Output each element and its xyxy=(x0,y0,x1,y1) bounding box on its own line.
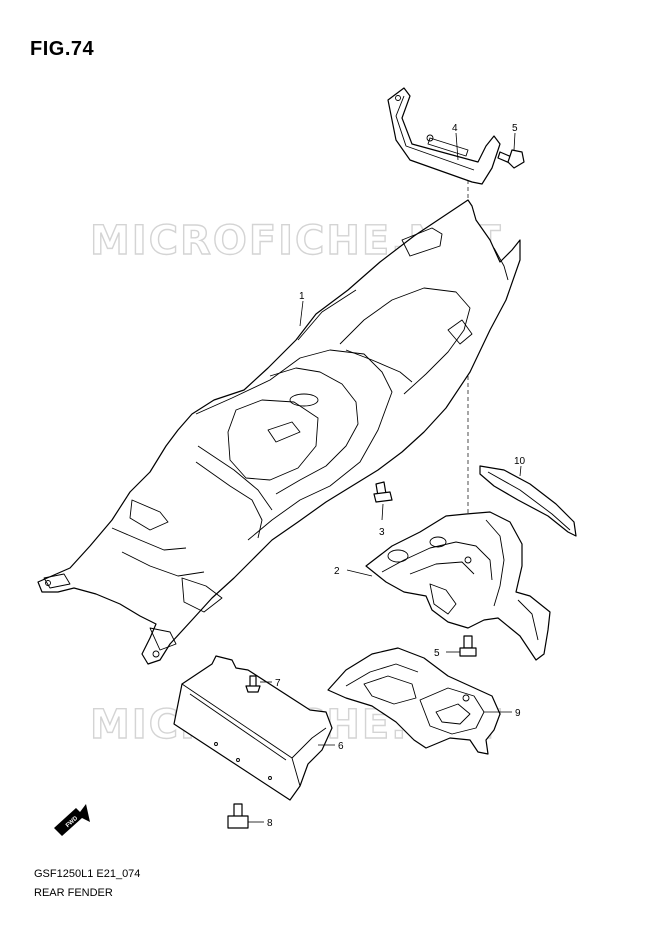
part-4-bracket xyxy=(387,87,501,185)
leader-4 xyxy=(455,132,459,161)
callout-2: 2 xyxy=(334,566,340,577)
callout-6: 6 xyxy=(338,741,344,752)
leader-5-upper xyxy=(513,132,516,151)
callout-7: 7 xyxy=(275,678,281,689)
callout-8: 8 xyxy=(267,818,273,829)
part-1-rear-fender xyxy=(37,199,521,665)
figure-title: FIG.74 xyxy=(30,38,95,60)
footer-diagram-code: GSF1250L1 E21_074 xyxy=(34,868,141,880)
callout-4: 4 xyxy=(452,123,458,134)
part-10-plate xyxy=(479,465,577,537)
part-5-bolt-upper xyxy=(497,149,525,169)
part-6-undertray xyxy=(173,655,333,801)
part-7-screw xyxy=(245,675,261,693)
part-3-bolt xyxy=(373,481,393,503)
part-5-bolt-lower xyxy=(459,635,477,657)
callout-10: 10 xyxy=(514,456,526,467)
leader-1 xyxy=(299,300,304,327)
callout-5-upper: 5 xyxy=(512,123,518,134)
callout-3: 3 xyxy=(379,527,385,538)
callout-9: 9 xyxy=(515,708,521,719)
leader-3 xyxy=(381,503,384,521)
leader-2 xyxy=(346,569,373,577)
footer-diagram-name: REAR FENDER xyxy=(34,887,113,899)
part-9-license-holder xyxy=(327,647,501,755)
part-2-rear-cover xyxy=(365,511,551,661)
callout-5-lower: 5 xyxy=(434,648,440,659)
callout-1: 1 xyxy=(299,291,305,302)
leader-10 xyxy=(519,465,522,477)
part-8-bolt xyxy=(227,803,249,829)
fwd-arrow-icon: FWD xyxy=(54,804,90,836)
